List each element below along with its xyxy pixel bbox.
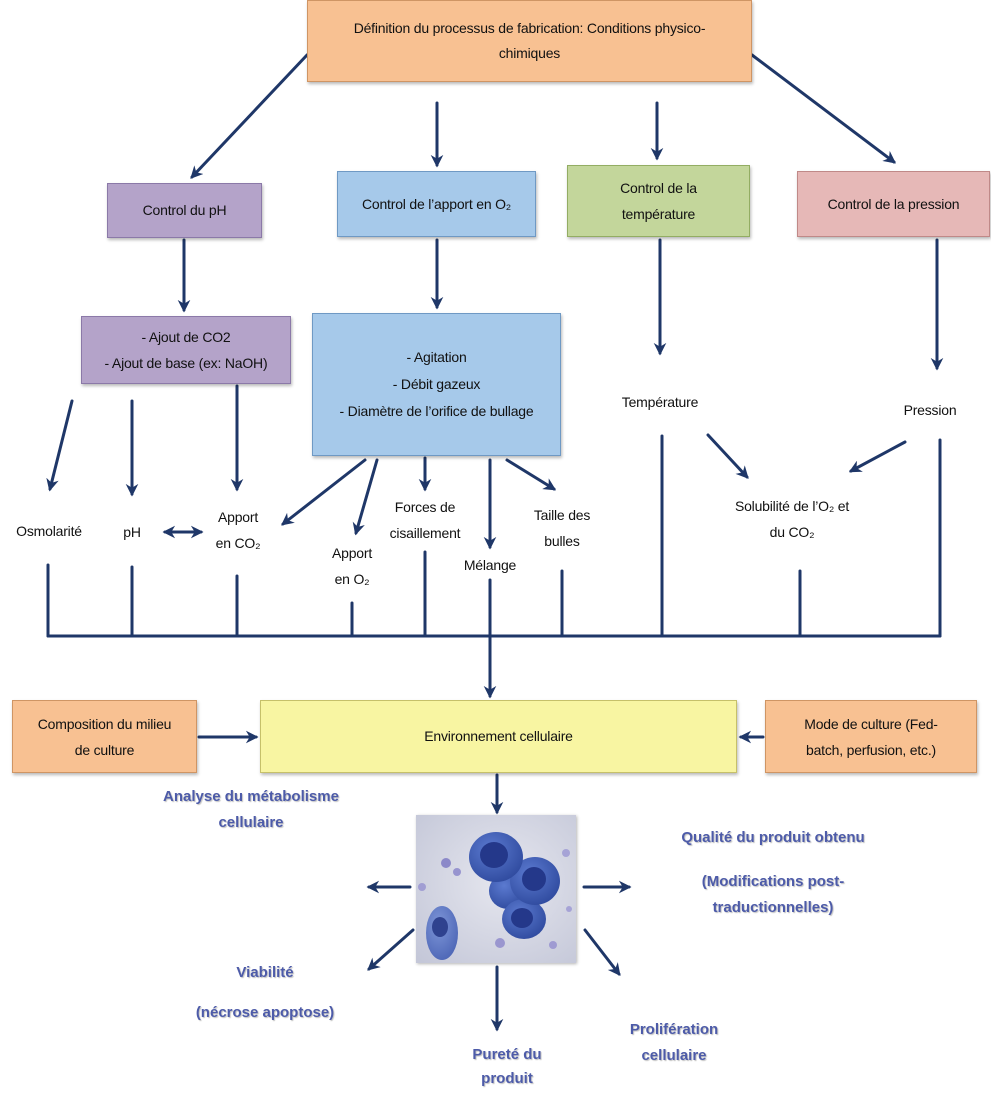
small-cell: [562, 849, 570, 857]
environnement-box: Environnement cellulaire: [260, 700, 737, 773]
arrow-definition-to-ph-control: [190, 53, 309, 179]
osmolarite-parameter: Osmolarité: [16, 523, 82, 539]
o2-action-3: - Diamètre de l’orifice de bullage: [339, 403, 534, 419]
composition-line-2: de culture: [74, 741, 135, 758]
o2-control-label: Control de l’apport en O₂: [361, 195, 512, 212]
definition-line-1: Définition du processus de fabrication: …: [353, 20, 706, 36]
ph-actions-box: - Ajout de CO2 - Ajout de base (ex: NaOH…: [81, 316, 291, 384]
purete-line-1: Pureté du: [472, 1046, 542, 1063]
o2-control-box: Control de l’apport en O₂: [337, 171, 536, 237]
temperature-parameter: Température: [621, 394, 699, 410]
composition-box: Composition du milieu de culture: [12, 700, 197, 773]
temperature-control-line-2: température: [621, 206, 696, 222]
arrow-cells-to-viabilite: [367, 928, 415, 971]
small-cell: [495, 938, 505, 948]
o2-action-2: - Débit gazeux: [392, 376, 481, 392]
forces-parameter: Forces de cisaillement: [365, 494, 485, 546]
forces-line-2: cisaillement: [389, 525, 461, 541]
mode-line-1: Mode de culture (Fed-: [804, 715, 938, 732]
temperature-control-box: Control de la température: [567, 165, 750, 237]
ph-action-2: - Ajout de base (ex: NaOH): [104, 355, 268, 371]
arrow-o2-actions-to-taille: [505, 458, 557, 491]
purete-produit-outcome: Pureté du produit: [447, 1043, 567, 1091]
definition-process-box: Définition du processus de fabrication: …: [307, 0, 752, 82]
analyse-metabolisme-outcome: Analyse du métabolisme cellulaire: [136, 784, 366, 836]
ph-parameter: pH: [123, 524, 141, 540]
ph-control-box: Control du pH: [107, 183, 262, 238]
apport-o2-line-2: en O₂: [334, 571, 370, 587]
apport-o2-line-1: Apport: [331, 545, 373, 561]
apport-co2-line-1: Apport: [217, 509, 259, 525]
composition-line-1: Composition du milieu: [37, 715, 172, 732]
o2-action-1: - Agitation: [406, 349, 467, 365]
arrow-pression-to-solubilite: [848, 440, 907, 473]
cell-micrograph-image: [416, 815, 576, 963]
cell-nucleus: [522, 867, 546, 891]
solubilite-parameter: Solubilité de l’O₂ et du CO₂: [707, 493, 877, 545]
taille-line-2: bulles: [544, 533, 580, 549]
arrow-definition-to-pression-control: [750, 53, 897, 164]
ph-control-label: Control du pH: [142, 202, 227, 218]
mode-culture-box: Mode de culture (Fed- batch, perfusion, …: [765, 700, 977, 773]
pression-control-box: Control de la pression: [797, 171, 990, 237]
definition-line-2: chimiques: [498, 45, 561, 61]
temperature-control-line-1: Control de la: [620, 180, 697, 196]
modifications-line-2: traductionnelles): [712, 899, 834, 916]
qualite-produit-outcome: Qualité du produit obtenu: [681, 829, 865, 846]
melange-parameter: Mélange: [463, 557, 517, 573]
small-cell: [566, 906, 572, 912]
environnement-label: Environnement cellulaire: [424, 728, 573, 744]
cell-nucleus: [511, 908, 533, 928]
modifications-outcome: (Modifications post- traductionnelles): [663, 869, 883, 921]
necrose-apoptose-outcome: (nécrose apoptose): [195, 1004, 335, 1021]
apport-co2-parameter: Apport en CO₂: [193, 504, 283, 556]
proliferation-line-2: cellulaire: [641, 1047, 707, 1064]
forces-line-1: Forces de: [394, 499, 456, 515]
cell-nucleus: [480, 842, 508, 868]
arrow-cells-to-proliferation: [583, 928, 621, 976]
pression-control-label: Control de la pression: [827, 195, 960, 212]
arrow-temperature-to-solubilite: [706, 433, 749, 479]
ph-action-1: - Ajout de CO2: [141, 329, 231, 345]
analyse-line-2: cellulaire: [218, 814, 284, 831]
analyse-line-1: Analyse du métabolisme: [163, 788, 339, 805]
solubilite-line-2: du CO₂: [769, 524, 815, 540]
arrow-ph-actions-to-osmolarite: [46, 399, 74, 492]
viabilite-outcome: Viabilité: [236, 964, 294, 981]
small-cell: [441, 858, 451, 868]
solubilite-line-1: Solubilité de l’O₂ et: [734, 498, 850, 514]
cell-nucleus: [432, 917, 448, 937]
small-cell: [453, 868, 461, 876]
taille-line-1: Taille des: [533, 507, 591, 523]
proliferation-outcome: Prolifération cellulaire: [599, 1017, 749, 1069]
apport-co2-line-2: en CO₂: [215, 535, 261, 551]
small-cell: [418, 883, 426, 891]
mode-line-2: batch, perfusion, etc.): [805, 741, 937, 758]
pression-parameter: Pression: [903, 402, 957, 418]
arrow-o2-actions-to-apport-co2: [281, 458, 367, 526]
apport-o2-parameter: Apport en O₂: [312, 540, 392, 592]
o2-actions-box: - Agitation - Débit gazeux - Diamètre de…: [312, 313, 561, 456]
modifications-line-1: (Modifications post-: [701, 873, 845, 890]
taille-parameter: Taille des bulles: [512, 502, 612, 554]
proliferation-line-1: Prolifération: [629, 1021, 719, 1038]
small-cell: [549, 941, 557, 949]
purete-line-2: produit: [481, 1070, 533, 1087]
